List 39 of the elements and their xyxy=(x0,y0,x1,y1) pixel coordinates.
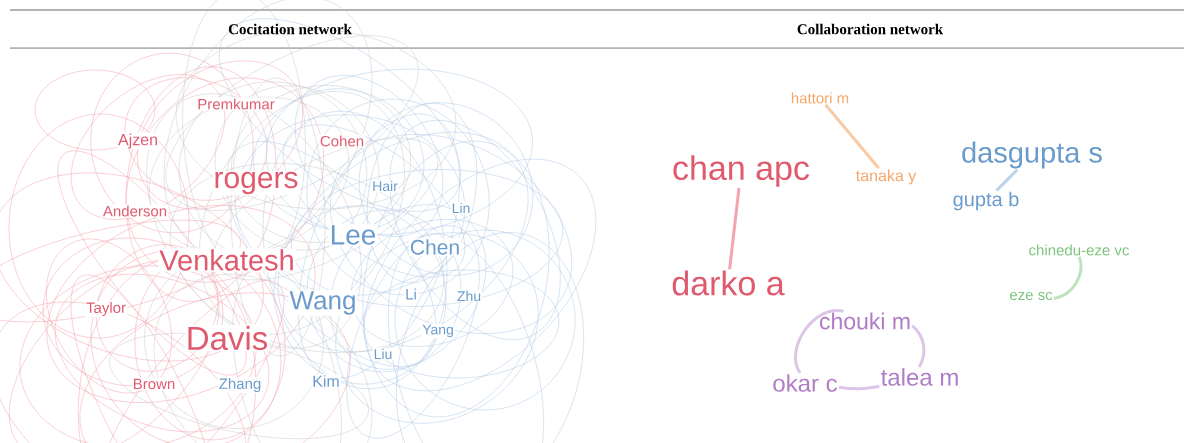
link-line xyxy=(824,103,880,170)
author-label: Davis xyxy=(184,324,270,352)
author-label: Taylor xyxy=(85,301,127,317)
author-label: talea m xyxy=(881,368,958,386)
column-header: Collaboration network xyxy=(797,23,944,35)
author-label: Ajzen xyxy=(117,132,159,150)
author-label: Lin xyxy=(450,201,472,215)
author-label: Anderson xyxy=(101,204,169,218)
author-label: Venkatesh xyxy=(158,248,296,272)
link-line xyxy=(838,384,880,391)
author-label: gupta b xyxy=(953,191,1019,211)
author-label: Li xyxy=(404,287,418,301)
author-label: darko a xyxy=(672,270,785,296)
author-label: Zhang xyxy=(217,377,263,393)
author-label: Zhu xyxy=(455,289,483,303)
author-label: Chen xyxy=(408,238,462,256)
link-line xyxy=(728,187,741,270)
link-line xyxy=(911,324,926,368)
author-label: tanaka y xyxy=(856,169,917,185)
author-label: chinedu-eze vc xyxy=(1029,244,1129,256)
author-label: Hair xyxy=(371,179,399,193)
author-label: Wang xyxy=(288,290,358,316)
author-label: hattori m xyxy=(791,92,849,104)
author-label: okar c xyxy=(773,374,837,392)
author-label: Premkumar xyxy=(196,97,276,111)
author-label: chan apc xyxy=(673,155,810,187)
author-label: dasgupta s xyxy=(962,141,1102,169)
link-line xyxy=(995,168,1019,192)
author-label: Cohen xyxy=(318,134,366,148)
link-line xyxy=(1053,256,1083,300)
author-label: Lee xyxy=(328,224,378,246)
author-label: Yang xyxy=(421,323,455,339)
author-label: chouki m xyxy=(819,312,910,330)
link-line xyxy=(794,309,844,374)
author-label: eze sc xyxy=(1009,291,1053,301)
author-label: rogers xyxy=(212,170,300,196)
author-label: Brown xyxy=(131,377,177,391)
author-label: Kim xyxy=(311,374,341,388)
column-header: Cocitation network xyxy=(228,23,352,35)
